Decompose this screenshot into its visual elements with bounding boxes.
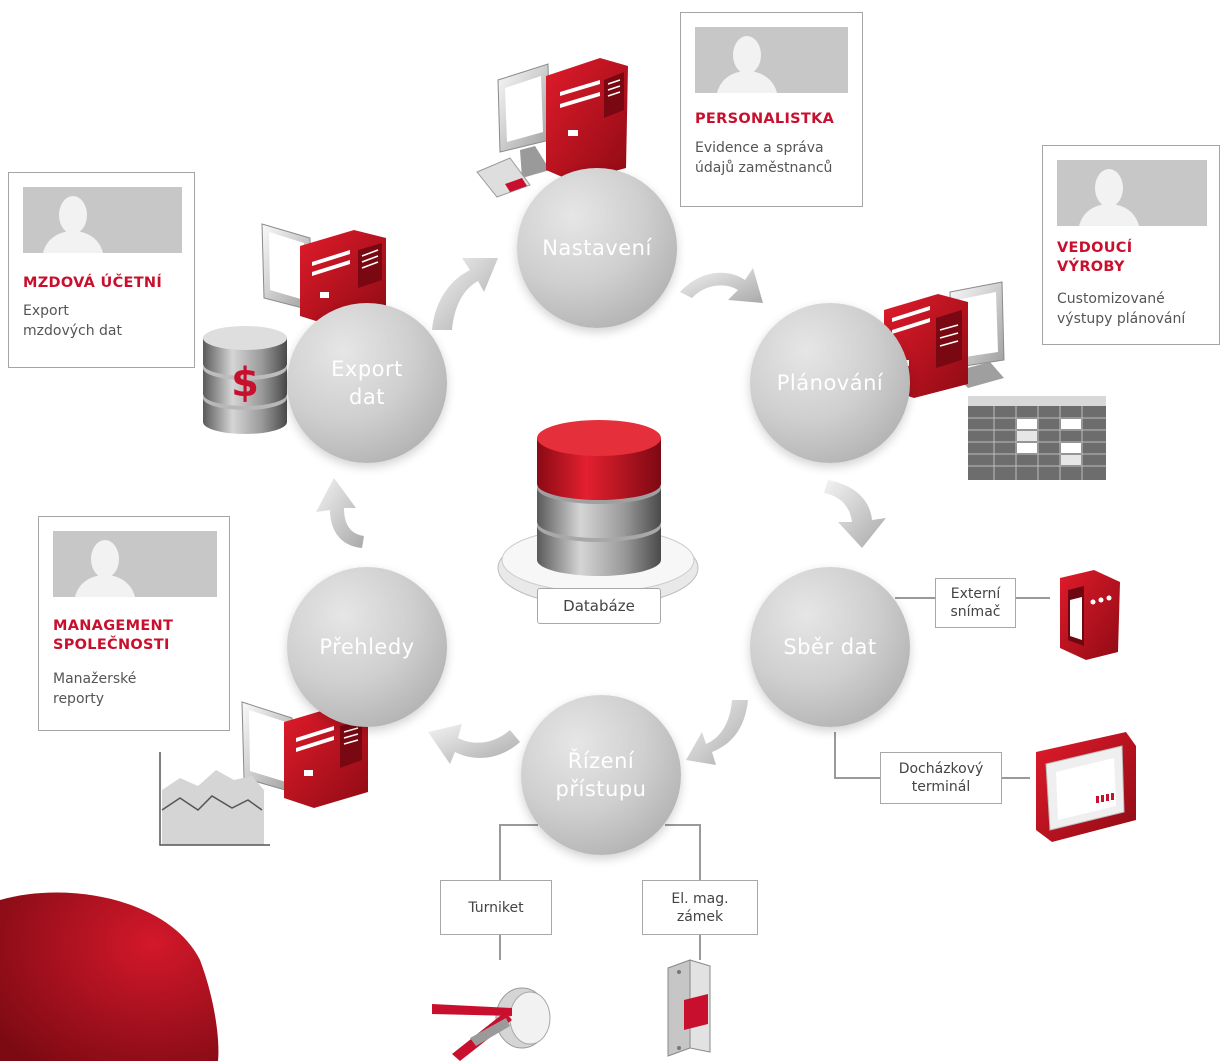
node-rizeni-pristupu: Řízení přístupu: [521, 695, 681, 855]
device-label-externi-snimac: Externí snímač: [935, 578, 1016, 628]
device-connectors: [499, 597, 1050, 960]
device-label-dochazkovy-terminal: Docházkový terminál: [880, 752, 1002, 804]
arrow-rizeni-to-prehledy: [428, 724, 520, 764]
planning-table-icon: [968, 396, 1106, 480]
node-planovani-label: Plánování: [776, 371, 884, 395]
magnetic-lock-icon: [667, 959, 711, 1057]
role-title-vedouci-vyroby: VEDOUCÍ VÝROBY: [1057, 240, 1133, 275]
node-export-dat-label: Export dat: [331, 357, 403, 409]
role-title-mzdova-ucetni: MZDOVÁ ÚČETNÍ: [23, 275, 163, 291]
role-card-vedouci-vyroby: VEDOUCÍ VÝROBY Customizované výstupy plá…: [1042, 145, 1220, 345]
person-silhouette-icon: [695, 27, 848, 93]
role-card-management: MANAGEMENT SPOLEČNOSTI Manažerské report…: [38, 516, 230, 731]
role-title-personalistka: PERSONALISTKA: [695, 111, 835, 127]
role-card-personalistka: PERSONALISTKA Evidence a správa údajů za…: [680, 12, 863, 207]
role-description-personalistka: Evidence a správa údajů zaměstnanců: [695, 140, 833, 176]
avatar-placeholder-management: [53, 531, 217, 597]
person-silhouette-icon: [53, 531, 217, 597]
cycle-arrows: [316, 258, 886, 765]
node-prehledy-label: Přehledy: [319, 635, 415, 659]
node-sber-dat: Sběr dat: [750, 567, 910, 727]
role-card-mzdova-ucetni: MZDOVÁ ÚČETNÍ Export mzdových dat: [8, 172, 195, 368]
turnstile-icon: [432, 987, 551, 1061]
avatar-placeholder-vedouci-vyroby: [1057, 160, 1207, 226]
arrow-nastaveni-to-planovani: [680, 268, 763, 303]
device-label-turniket: Turniket: [440, 880, 552, 935]
database-label: Databáze: [537, 588, 661, 624]
avatar-placeholder-personalistka: [695, 27, 848, 93]
attendance-terminal-icon: [1036, 732, 1136, 842]
svg-text:$: $: [231, 360, 259, 406]
decorative-red-blob: [0, 892, 219, 1061]
role-description-management: Manažerské reporty: [53, 671, 137, 707]
central-database-icon: [497, 420, 699, 607]
workstation-icon-personalistka: [476, 58, 628, 198]
person-silhouette-icon: [1057, 160, 1207, 226]
role-description-mzdova-ucetni: Export mzdových dat: [23, 303, 122, 339]
device-label-el-mag-zamek: El. mag. zámek: [642, 880, 758, 935]
role-title-management: MANAGEMENT SPOLEČNOSTI: [53, 618, 174, 653]
arrow-prehledy-to-export: [316, 478, 364, 548]
node-sber-dat-label: Sběr dat: [783, 635, 877, 659]
arrow-planovani-to-sber: [824, 480, 886, 548]
report-chart-icon: [159, 752, 270, 846]
role-description-vedouci-vyroby: Customizované výstupy plánování: [1057, 291, 1186, 327]
arrow-export-to-nastaveni: [432, 258, 498, 330]
payroll-database-icon: $: [203, 326, 287, 434]
node-prehledy: Přehledy: [287, 567, 447, 727]
external-reader-icon: [1060, 570, 1120, 660]
node-export-dat: Export dat: [287, 303, 447, 463]
avatar-placeholder-mzdova-ucetni: [23, 187, 182, 253]
workstation-icon-management: [241, 701, 368, 808]
node-rizeni-pristupu-label: Řízení přístupu: [555, 749, 647, 801]
node-nastaveni: Nastavení: [517, 168, 677, 328]
workstation-icon-mzdova-ucetni: [261, 223, 386, 326]
arrow-sber-to-rizeni: [686, 700, 748, 765]
person-silhouette-icon: [23, 187, 182, 253]
node-nastaveni-label: Nastavení: [542, 236, 652, 260]
node-planovani: Plánování: [750, 303, 910, 463]
